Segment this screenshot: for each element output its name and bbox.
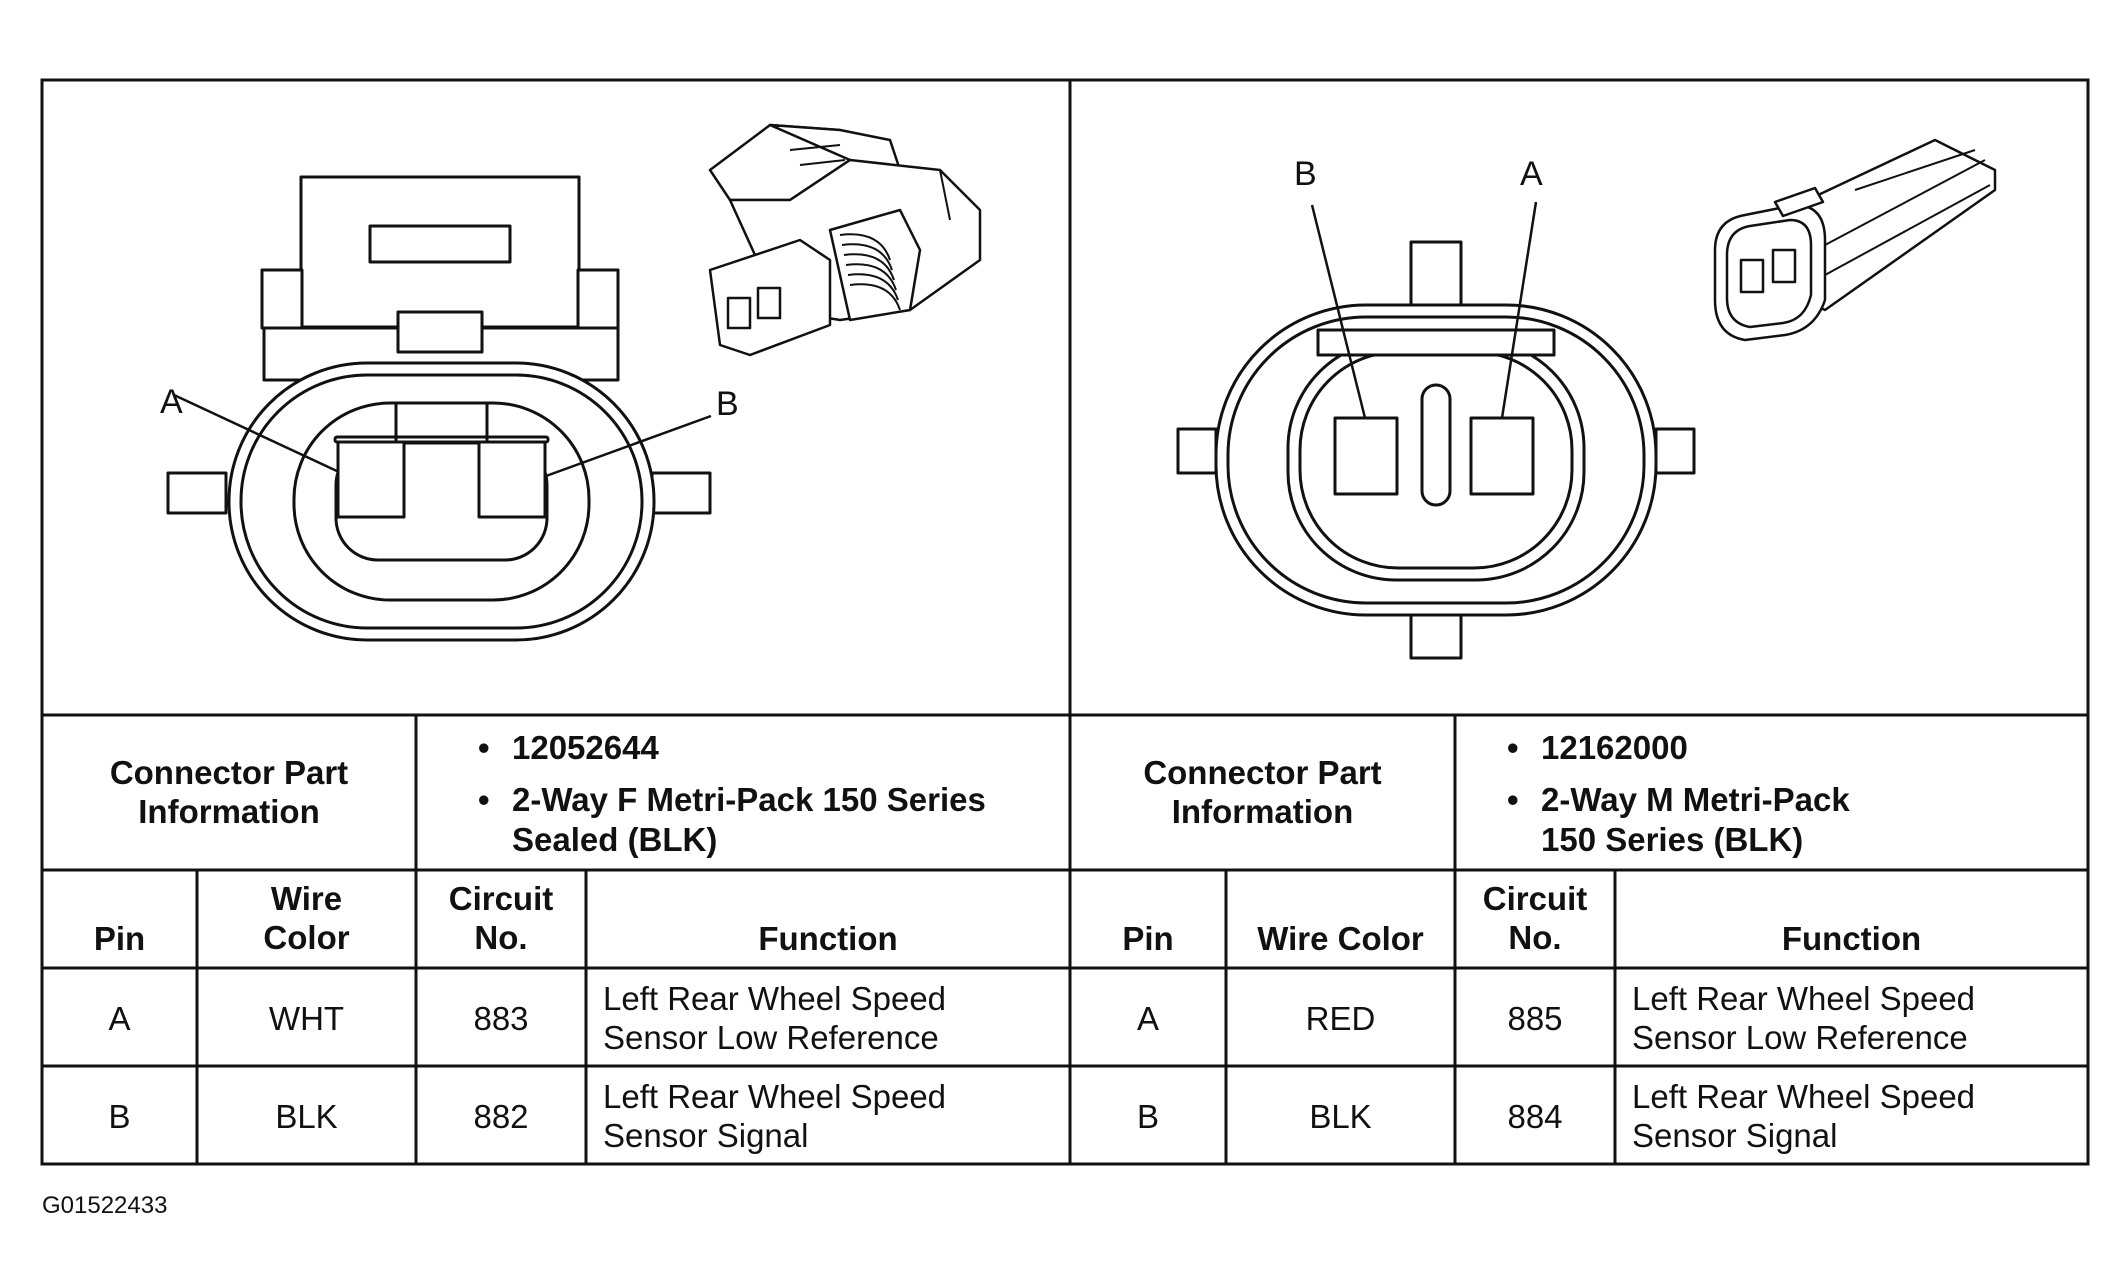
pin-b-callout: B <box>1294 155 1317 193</box>
column-header-function: Function <box>1781 920 1922 957</box>
pin-cell: A <box>1136 1000 1159 1037</box>
pin-cell: A <box>108 1000 131 1037</box>
pin-cell: B <box>108 1098 131 1135</box>
circuit-cell: 882 <box>473 1098 529 1135</box>
description-bullet: • <box>1507 781 1519 818</box>
part-number-bullet: • <box>1507 729 1519 766</box>
wire-color-cell: BLK <box>275 1098 338 1135</box>
connector-description-line2: 150 Series (BLK) <box>1541 821 1804 858</box>
column-header-function: Function <box>758 920 898 957</box>
function-cell: Left Rear Wheel Speed Sensor Signal <box>603 1078 947 1154</box>
circuit-cell: 883 <box>473 1000 529 1037</box>
function-cell: Left Rear Wheel Speed Sensor Low Referen… <box>603 980 947 1056</box>
pin-a-callout: A <box>160 383 183 421</box>
pin-a-callout: A <box>1520 155 1543 193</box>
connector-description-line1: 2-Way F Metri-Pack 150 Series <box>512 781 986 818</box>
part-number-bullet: • <box>478 729 490 766</box>
circuit-cell: 885 <box>1507 1000 1563 1037</box>
column-header-circuit: Circuit No. <box>448 880 554 956</box>
wire-color-cell: RED <box>1305 1000 1376 1037</box>
connector-description-line2: Sealed (BLK) <box>512 821 718 858</box>
pin-b-callout: B <box>716 385 739 423</box>
figure-id: G01522433 <box>42 1192 168 1219</box>
wire-color-cell: BLK <box>1309 1098 1372 1135</box>
male-connector-illustration <box>1713 138 1997 342</box>
female-connector-face-view <box>166 175 712 642</box>
function-cell: Left Rear Wheel Speed Sensor Low Referen… <box>1632 980 1976 1056</box>
circuit-cell: 884 <box>1507 1098 1563 1135</box>
column-header-pin: Pin <box>93 920 146 957</box>
pin-cell: B <box>1136 1098 1159 1135</box>
part-info-label: Connector Part Information <box>1143 754 1382 830</box>
part-number: 12162000 <box>1541 729 1688 766</box>
female-connector-illustration <box>708 123 982 357</box>
column-header-pin: Pin <box>1122 920 1174 957</box>
description-bullet: • <box>478 781 490 818</box>
male-connector-face-view <box>1176 201 1696 660</box>
column-header-circuit: Circuit No. <box>1482 880 1588 956</box>
wire-color-cell: WHT <box>268 1000 345 1037</box>
column-header-wire-color: Wire Color <box>263 880 350 956</box>
connector-description-line1: 2-Way M Metri-Pack <box>1541 781 1850 818</box>
function-cell: Left Rear Wheel Speed Sensor Signal <box>1632 1078 1976 1154</box>
part-number: 12052644 <box>512 729 659 766</box>
column-header-wire-color: Wire Color <box>1257 920 1424 957</box>
part-info-label: Connector Part Information <box>109 754 349 830</box>
